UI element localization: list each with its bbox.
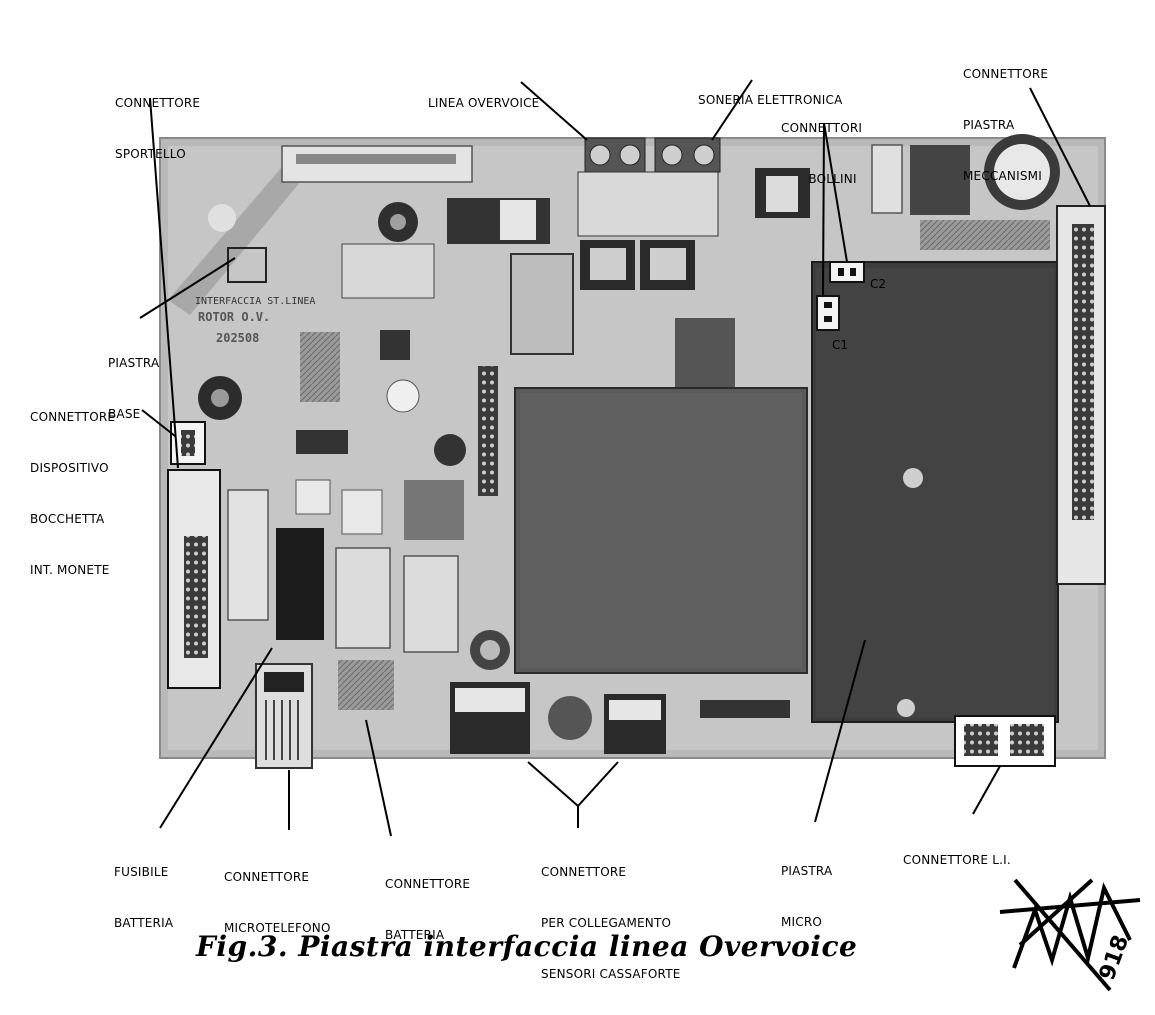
silkscreen-line: INTERFACCIA ST.LINEA <box>195 296 315 307</box>
leader-li <box>973 766 1000 814</box>
label-connettore-dispositivo: CONNETTORE DISPOSITIVO BOCCHETTA INT. MO… <box>30 375 115 596</box>
connector-li[interactable] <box>955 716 1055 766</box>
signature-number: 918 <box>1095 932 1134 984</box>
connector-microtelefono[interactable] <box>256 664 312 768</box>
label-connettore-li: CONNETTORE L.I. <box>903 818 1011 886</box>
label-piastra-base: PIASTRA BASE <box>108 321 159 440</box>
silkscreen-line: 202508 <box>216 331 259 345</box>
label-connettore-sportello: CONNETTORE SPORTELLO <box>115 61 200 180</box>
signature-logo: 918 <box>1000 880 1140 990</box>
connector-piastra-meccanismi[interactable] <box>1057 206 1105 584</box>
silkscreen-line: ROTOR O.V. <box>198 310 270 324</box>
figure-caption: Fig.3. Piastra interfaccia linea Overvoi… <box>196 930 857 963</box>
connector-sensori-right[interactable] <box>604 694 666 754</box>
label-connettore-sensori: CONNETTORE PER COLLEGAMENTO SENSORI CASS… <box>541 830 681 1000</box>
connector-sportello[interactable] <box>168 470 220 688</box>
relay <box>511 254 573 354</box>
micro-board <box>812 262 1058 722</box>
connector-c2[interactable] <box>830 262 864 282</box>
label-linea-overvoice: LINEA OVERVOICE <box>428 61 539 129</box>
terminal-soneria[interactable] <box>655 138 720 172</box>
fuse <box>276 528 324 640</box>
marking-c1: C1 <box>832 338 848 352</box>
label-connettore-piastra-meccanismi: CONNETTORE PIASTRA MECCANISMI <box>963 32 1048 202</box>
connector-c1[interactable] <box>817 296 839 330</box>
leader-sensori <box>528 762 618 806</box>
marking-c2: C2 <box>870 277 886 291</box>
label-fusibile-batteria: FUSIBILE BATTERIA <box>114 830 173 949</box>
connector-sensori-left[interactable] <box>450 682 530 754</box>
label-connettori-bollini: CONNETTORI BOLLINI <box>781 86 862 205</box>
